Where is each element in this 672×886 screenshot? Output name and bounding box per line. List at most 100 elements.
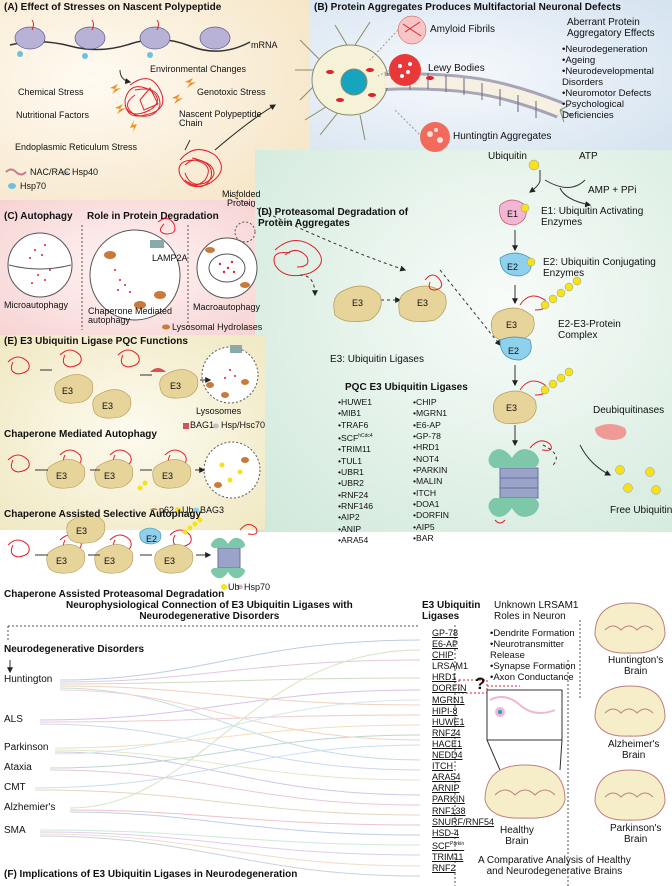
alzheimer-brain-label: Alzheimer's Brain	[608, 739, 660, 761]
e3-ligase-item: HSD-4	[432, 827, 460, 838]
parkinson-brain-label: Parkinson's Brain	[610, 823, 662, 845]
pqc-item: •UBR1	[338, 466, 364, 477]
stress-bolts	[110, 78, 196, 132]
cma-lysosome	[89, 229, 181, 321]
capd-title: Chaperone Assisted Proteasomal Degradati…	[4, 589, 225, 600]
hsp70-icon-2	[237, 584, 243, 590]
e3-list: GP-78 E6-AP CHIP LRSAM1 HRD1 DORFIN MGRN…	[432, 628, 494, 874]
panel-f-bottom-title: (F) Implications of E3 Ubiquitin Ligases…	[4, 869, 298, 880]
lewy-inset	[389, 54, 421, 86]
e3-tag: E3	[76, 526, 88, 536]
amp-label: AMP + PPi	[588, 185, 637, 196]
e3-ligase-item: RNF2	[432, 862, 456, 873]
geno-label: Genotoxic Stress	[197, 87, 266, 97]
e3-ligase-item: HACE1	[432, 738, 463, 749]
e3-ligase-item: TRIM11	[432, 851, 464, 862]
e3-tag: E3	[170, 381, 182, 391]
pqc-item: •DOA1	[413, 499, 440, 510]
e3-label: E3: Ubiquitin Ligases	[330, 354, 424, 365]
neuron-aggregates	[326, 68, 434, 102]
disorder-cmt: CMT	[4, 782, 26, 793]
hsp40-label: Hsp40	[72, 167, 99, 177]
e3-ligase-item: ARA54	[432, 772, 461, 783]
huntington-brain	[594, 602, 666, 654]
e3-ligase-item: SNURF/RNF54	[432, 816, 495, 827]
e3-ligase-item: CHIP	[432, 650, 454, 661]
healthy-brain	[484, 764, 566, 819]
e1-shape	[499, 199, 527, 226]
healthy-brain-label: Healthy Brain	[500, 825, 534, 847]
cma-label: Chaperone Mediated autophagy	[88, 306, 173, 326]
e3-tag: E3	[56, 556, 68, 566]
ubiquitin-label: Ubiquitin	[488, 151, 527, 162]
pqc-item: •ITCH	[413, 487, 437, 498]
parkinson-brain	[594, 769, 666, 821]
e3-tag: E3	[104, 471, 116, 481]
macro-lysosome	[196, 221, 258, 299]
ub-icon-2	[221, 584, 227, 590]
effects-title: Aberrant Protein Aggregatory Effects	[567, 17, 655, 39]
micro-lysosome	[7, 232, 73, 298]
pqc-item: •DORFIN	[413, 510, 449, 521]
disorder-als: ALS	[4, 714, 23, 725]
effect-item: •Neuromotor Defects	[562, 88, 652, 99]
legend-p62: p62	[159, 505, 175, 515]
effects-list: •Neurodegeneration •Ageing •Neurodevelop…	[562, 44, 654, 121]
unknown-title: Unknown LRSAM1 Roles in Neuron	[494, 600, 579, 622]
free-ubiquitins	[615, 465, 661, 495]
e3-ligase-item: ARNIP	[432, 783, 460, 794]
pqc-item: •MIB1	[338, 408, 362, 419]
pqc-item: •PARKIN	[413, 465, 448, 476]
panel-c-subtitle: Role in Protein Degradation	[87, 211, 219, 222]
pqc-item: •CHIP	[413, 397, 437, 407]
e3-tag: E3	[62, 386, 74, 396]
disorder-sma: SMA	[4, 825, 26, 836]
e3-tag: E3	[417, 298, 429, 308]
question-mark: ?	[475, 674, 486, 693]
pqc-item: •ANIP	[338, 523, 362, 534]
ub-icon	[175, 507, 181, 513]
nascent-chains	[31, 19, 159, 31]
misfolded-protein	[178, 149, 222, 188]
e3-ligase-item: MGRN1	[432, 694, 465, 705]
e-row2	[7, 441, 261, 513]
ribosomes	[14, 26, 231, 50]
nascent-label: Nascent Polypeptide Chain	[179, 109, 262, 129]
macro-label: Macroautophagy	[193, 302, 261, 312]
legend-ub: Ub	[182, 505, 194, 515]
panel-c-title: (C) Autophagy	[4, 211, 73, 222]
e-row1	[7, 345, 259, 429]
legend-hsp70-2: Hsp70	[244, 582, 271, 592]
atp-label: ATP	[579, 151, 598, 162]
e3-ligase-item: HUWE1	[432, 716, 465, 727]
nac-icon	[5, 168, 27, 176]
hsp70-label: Hsp70	[20, 181, 47, 191]
effect-item: •Psychological Deficiencies	[562, 99, 625, 121]
pqc-item: •BAR	[413, 533, 434, 544]
unknown-item: •Neurotransmitter Release	[490, 639, 565, 661]
pqc-item: •MGRN1	[413, 408, 448, 419]
nutri-label: Nutritional Factors	[16, 110, 90, 120]
hydro-label: Lysosomal Hydrolases	[172, 322, 263, 332]
disorder-parkinson: Parkinson	[4, 742, 49, 753]
pqc-item: •TUL1	[338, 455, 363, 466]
e3-shape	[398, 285, 447, 322]
deubiquitinase-shape	[595, 424, 627, 440]
panel-b-title: (B) Protein Aggregates Produces Multifac…	[314, 2, 621, 13]
e2-tag: E2	[508, 346, 520, 356]
disorder-ataxia: Ataxia	[4, 762, 32, 773]
free-ubiquitin-label: Free Ubiquitins	[610, 505, 672, 516]
p62-icon	[150, 508, 158, 510]
disorders-title: Neurodegenerative Disorders	[4, 644, 145, 655]
hydrolase-icon	[162, 324, 170, 330]
pqc-item: •AIP5	[413, 521, 435, 532]
misfolded-label: Misfolded Protein	[222, 189, 261, 209]
e3-ligase-item: LRSAM1	[432, 661, 469, 672]
disorder-alzheimers: Alzhemier's	[4, 802, 56, 813]
pqc-item: •ARA54	[338, 534, 369, 545]
pqc-item: •TRIM11	[338, 444, 371, 455]
deubi-label: Deubiquitinases	[593, 405, 665, 416]
